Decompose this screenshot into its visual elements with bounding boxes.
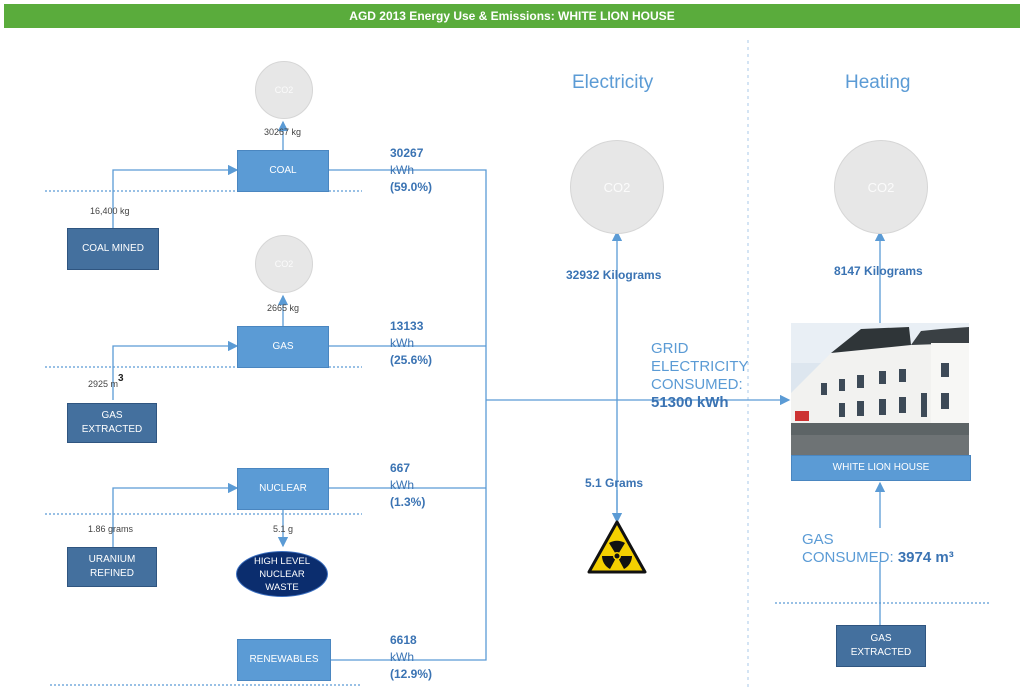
uranium-refined-box: URANIUM REFINED xyxy=(67,547,157,587)
coal-mined-box: COAL MINED xyxy=(67,228,159,270)
gas-co2-amount: 2665 kg xyxy=(267,303,300,313)
high-level-waste-ellipse: HIGH LEVEL NUCLEAR WASTE xyxy=(236,551,328,597)
gas-extracted-amount: 2925 m3 xyxy=(88,373,124,389)
gas-co2-circle: CO2 xyxy=(255,235,313,293)
renewables-box: RENEWABLES xyxy=(237,639,331,681)
grid-electricity-label: GRID ELECTRICITY CONSUMED: 51300 kWh xyxy=(651,340,749,411)
electricity-co2-amount: 32932 Kilograms xyxy=(566,268,662,282)
nuclear-waste-amount: 5.1 g xyxy=(273,524,294,534)
nuclear-box: NUCLEAR xyxy=(237,468,329,510)
coal-co2-amount: 30267 kg xyxy=(264,127,302,137)
page-title: AGD 2013 Energy Use & Emissions: WHITE L… xyxy=(4,4,1020,28)
coal-box: COAL xyxy=(237,150,329,192)
building-photo xyxy=(791,323,969,455)
gas-extracted-box: GAS EXTRACTED xyxy=(67,403,157,443)
heating-co2-circle: CO2 xyxy=(834,140,928,234)
white-lion-house-label: WHITE LION HOUSE xyxy=(791,455,971,481)
electricity-heading: Electricity xyxy=(572,72,654,93)
uranium-amount: 1.86 grams xyxy=(88,524,134,534)
heating-co2-amount: 8147 Kilograms xyxy=(834,264,923,278)
heating-heading: Heating xyxy=(845,72,911,93)
coal-mined-amount: 16,400 kg xyxy=(90,206,130,216)
coal-co2-circle: CO2 xyxy=(255,61,313,119)
electricity-co2-circle: CO2 xyxy=(570,140,664,234)
electricity-waste-amount: 5.1 Grams xyxy=(585,476,644,490)
gas-consumed-label: GAS CONSUMED: 3974 m³ xyxy=(802,531,954,566)
gas-box: GAS xyxy=(237,326,329,368)
radiation-icon xyxy=(587,520,647,574)
heating-gas-extracted-box: GAS EXTRACTED xyxy=(836,625,926,667)
